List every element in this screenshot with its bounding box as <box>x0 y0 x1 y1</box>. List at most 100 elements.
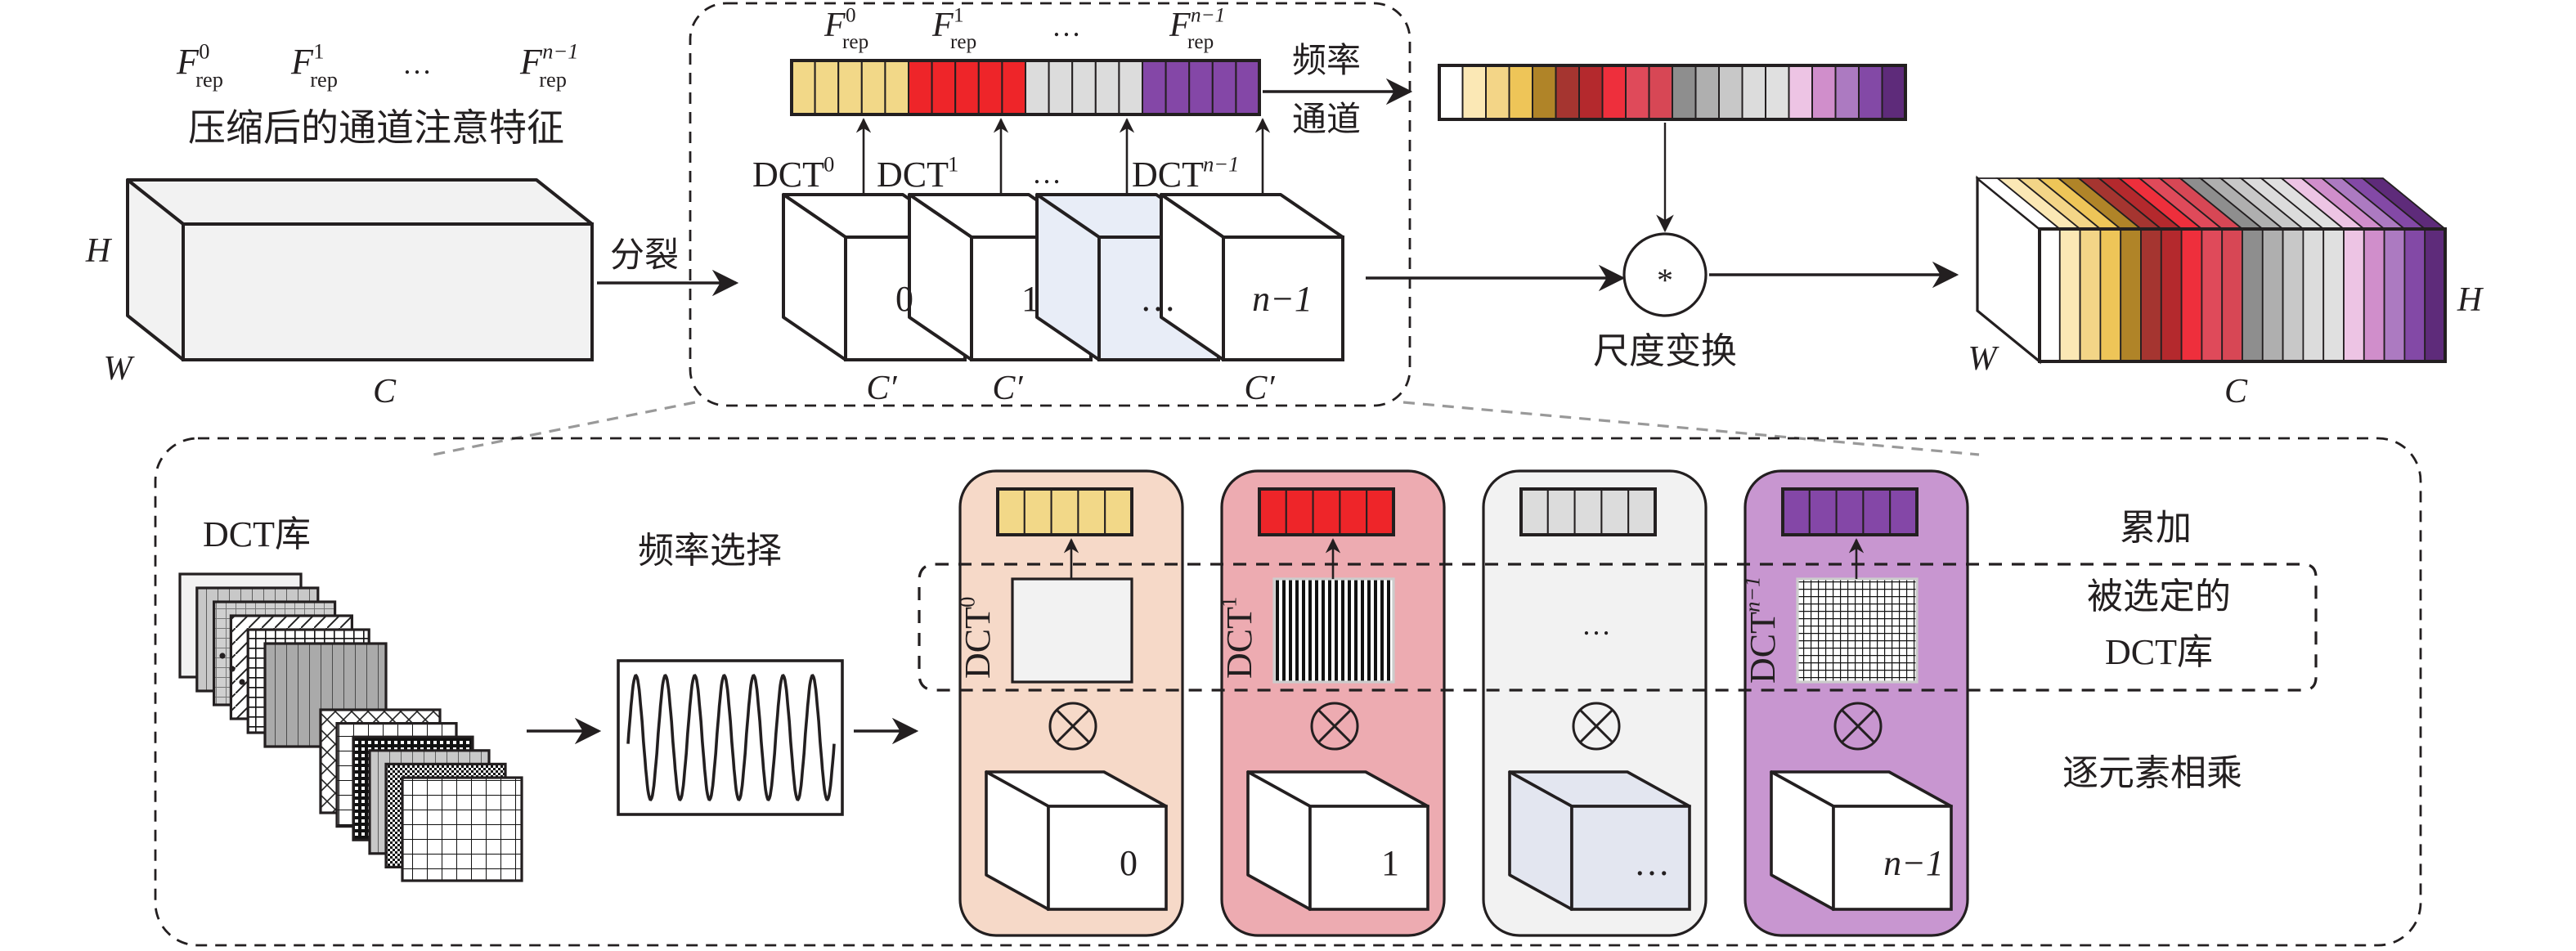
frequency-feature-bar-cell <box>1165 60 1191 115</box>
frequency-feature-bar-cell <box>1211 60 1237 115</box>
panel-frequency-bar-border <box>1258 487 1395 536</box>
panel-frequency-bar-cell <box>1023 488 1052 536</box>
panel-frequency-bar <box>996 487 1133 536</box>
rep-label-sub: rep <box>539 67 567 92</box>
input-feature-cube-front-face <box>182 222 594 361</box>
frequency-channel-bar <box>1438 64 1907 121</box>
channel-c-prime-label: C′ <box>866 370 897 407</box>
output-cube-front-stripe <box>2039 228 2061 362</box>
rep-label-sup: n−1 <box>1191 4 1225 26</box>
rep-label-sup: 0 <box>846 4 856 26</box>
dct-label: DCT0 <box>752 152 834 195</box>
dct-label-sup: n−1 <box>1740 576 1765 612</box>
dim-c-label: C <box>373 373 397 410</box>
panel-frequency-bar-cell <box>1627 488 1656 536</box>
slice-label: 1 <box>1021 279 1039 319</box>
dim-h-label: H <box>85 232 113 270</box>
output-cube-front-border <box>2038 227 2447 363</box>
panel-frequency-bar-cell <box>1104 488 1133 536</box>
output-cube-front-stripe <box>2424 228 2446 362</box>
frequency-channel-bar-cell <box>1788 65 1813 120</box>
output-cube-front-stripe <box>2180 228 2203 362</box>
slice-label: n−1 <box>1883 843 1944 883</box>
selected-dct-band <box>918 563 2318 692</box>
channel-slice-cube-front-face <box>1222 236 1344 361</box>
frequency-channel-bar-cell <box>1811 65 1837 120</box>
channel-label: 通道 <box>1292 101 1361 139</box>
zoom-connector-left <box>433 401 696 456</box>
dct-label-base: DCT <box>1743 612 1783 684</box>
frequency-channel-bar-cell <box>1461 65 1487 120</box>
dct-label: DCTn−1 <box>1740 576 1783 684</box>
output-cube-front-stripe <box>2383 228 2406 362</box>
ellipsis-label: … <box>1032 157 1061 190</box>
output-cube-front-stripe <box>2343 228 2365 362</box>
output-cube-front-stripe <box>2242 228 2264 362</box>
channel-slice-cube <box>985 770 1168 911</box>
input-feature-cube <box>126 178 594 361</box>
slice-label: n−1 <box>1252 279 1313 319</box>
frequency-channel-bar-cell <box>1555 65 1580 120</box>
output-cube-front-stripe <box>2058 228 2081 362</box>
frequency-channel-bar-border <box>1438 64 1907 121</box>
panel-frequency-bar-cell <box>997 488 1025 536</box>
otimes-icon <box>1048 702 1097 751</box>
otimes-cross <box>1840 708 1876 744</box>
panel-frequency-bar-cell <box>1285 488 1314 536</box>
channel-slice-cube-front-face <box>1570 805 1691 911</box>
frequency-channel-bar-cell <box>1694 65 1720 120</box>
output-cube-front-stripe <box>2099 228 2122 362</box>
output-cube-front-stripe <box>2261 228 2284 362</box>
frequency-channel-bar-cell <box>1718 65 1744 120</box>
frequency-select-label: 频率选择 <box>638 531 782 571</box>
channel-slice-cube <box>1770 770 1953 911</box>
slice-label: 0 <box>1120 843 1138 883</box>
panel-frequency-bar-cell <box>1077 488 1106 536</box>
frequency-label: 频率 <box>1292 42 1361 80</box>
dct-rotated-label: DCT1 <box>1217 597 1259 679</box>
frequency-channel-bar-cell <box>1741 65 1766 120</box>
otimes-cross <box>1317 708 1353 744</box>
dim-c-label: C <box>2224 373 2248 410</box>
dct-label-base: DCT <box>1219 607 1259 679</box>
frequency-feature-bar <box>790 59 1261 116</box>
input-feature-cube-top-face <box>126 178 594 226</box>
frequency-feature-bar-cell <box>1094 60 1120 115</box>
split-label: 分裂 <box>610 237 679 275</box>
dct-label-sup: 0 <box>955 597 980 608</box>
ellipsis-label: … <box>1052 10 1081 43</box>
scale-transform-label: 尺度变换 <box>1593 331 1737 371</box>
frequency-feature-bar-cell <box>860 60 886 115</box>
slice-label: 1 <box>1381 843 1399 883</box>
detail-dashed-border <box>154 437 2422 947</box>
slice-label: 0 <box>895 279 913 319</box>
elementwise-multiply-label: 逐元素相乘 <box>2062 753 2242 793</box>
otimes-cross <box>1578 708 1614 744</box>
channel-c-prime-label: C′ <box>1244 370 1275 407</box>
panel-frequency-bar <box>1258 487 1395 536</box>
dct-label: DCTn−1 <box>1132 152 1239 195</box>
channel-slice-cube-front-face <box>1308 805 1429 911</box>
more-plates-dot <box>219 653 226 659</box>
frequency-channel-bar-cell <box>1858 65 1883 120</box>
dct-label: DCT0 <box>955 597 998 679</box>
frequency-feature-bar-cell <box>837 60 863 115</box>
frequency-feature-bar-cell <box>791 60 816 115</box>
ellipsis-label: … <box>402 47 432 80</box>
channel-slice-cube <box>1160 193 1344 361</box>
dct-basis-image <box>1272 577 1395 684</box>
scale-op-circle <box>1622 232 1708 317</box>
more-plates-dot <box>239 679 245 685</box>
split-block-dashed-border <box>689 2 1411 407</box>
dct-label-sup: 1 <box>948 152 958 177</box>
compressed-attention-caption: 压缩后的通道注意特征 <box>188 107 564 149</box>
channel-c-prime-label: C′ <box>992 370 1023 407</box>
frequency-feature-bar-cell <box>1188 60 1214 115</box>
output-cube-front-stripe <box>2201 228 2224 362</box>
output-feature-cube <box>1975 175 2448 365</box>
frequency-feature-bar-cell <box>1048 60 1074 115</box>
